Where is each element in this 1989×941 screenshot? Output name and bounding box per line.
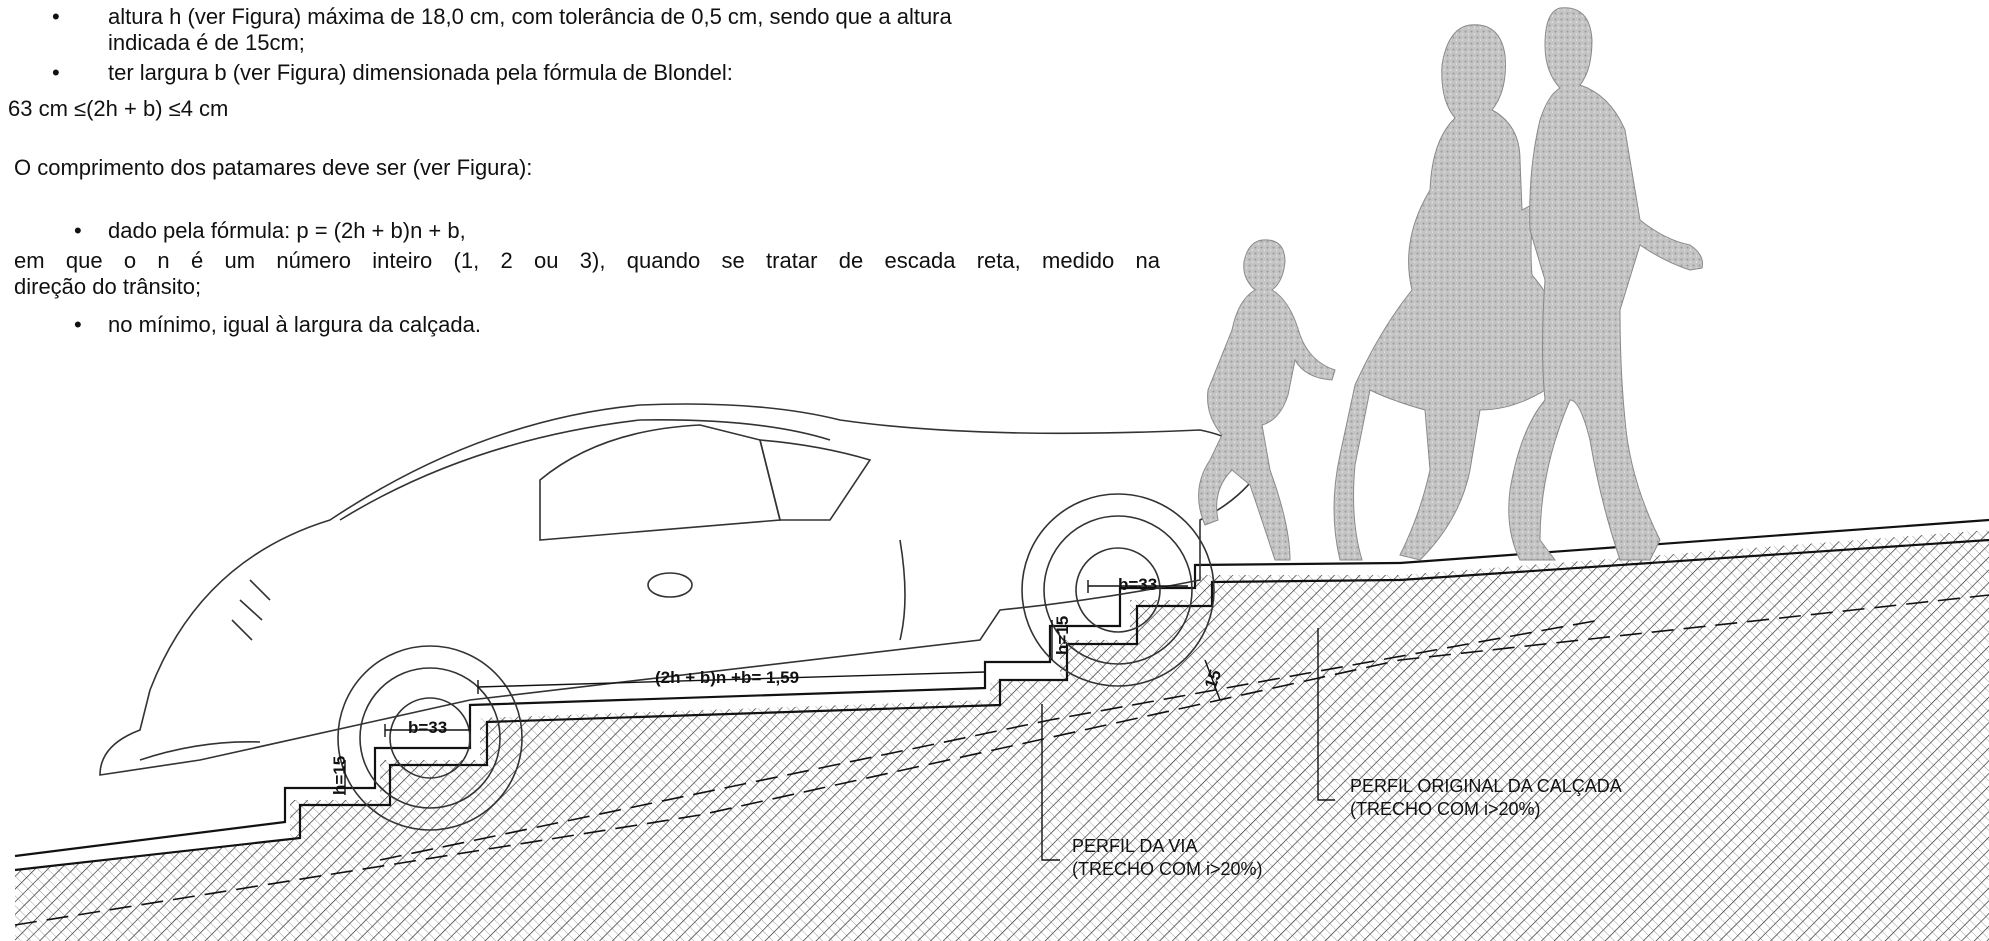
car-outline (99, 403, 1261, 831)
callout-via-line1: PERFIL DA VIA (1072, 836, 1197, 856)
label-b-upper: b=33 (1118, 575, 1157, 594)
text-line-direcao: direção do trânsito; (14, 274, 202, 299)
callout-calcada-line1: PERFIL ORIGINAL DA CALÇADA (1350, 776, 1622, 796)
text-line-comprimento: O comprimento dos patamares deve ser (ve… (14, 155, 533, 180)
bullet-4: • (74, 312, 82, 337)
text-line-n-inteiro: em que o n é um número inteiro (1, 2 ou … (14, 248, 1160, 273)
callout-via-line2: (TRECHO COM i>20%) (1072, 859, 1263, 879)
ground-fill (15, 530, 1989, 941)
text-line-blondel-formula: 63 cm ≤(2h + b) ≤4 cm (8, 96, 229, 121)
bullet-3: • (74, 218, 82, 243)
bullet-1: • (52, 4, 60, 29)
text-line-altura: altura h (ver Figura) máxima de 18,0 cm,… (108, 4, 952, 29)
label-b-lower: b=33 (408, 718, 447, 737)
callout-calcada-line2: (TRECHO COM i>20%) (1350, 799, 1541, 819)
label-h-left: h=15 (330, 756, 349, 795)
label-formula: (2h + b)n +b= 1,59 (655, 668, 799, 687)
label-h-mid: h=15 (1053, 616, 1072, 655)
people-silhouettes (1198, 7, 1703, 561)
profile-dashed-lines (14, 594, 1989, 926)
dimension-labels: b=33 b=33 h=15 h=15 15 (2h + b)n +b= 1,5… (330, 575, 1622, 879)
text-line-largura: ter largura b (ver Figura) dimensionada … (108, 60, 733, 85)
bullet-2: • (52, 60, 60, 85)
text-line-altura-cont: indicada é de 15cm; (108, 30, 305, 55)
text-line-formula-p: dado pela fórmula: p = (2h + b)n + b, (108, 218, 466, 243)
text-line-minimo: no mínimo, igual à largura da calçada. (108, 312, 481, 337)
dimension-lines (344, 580, 1335, 861)
